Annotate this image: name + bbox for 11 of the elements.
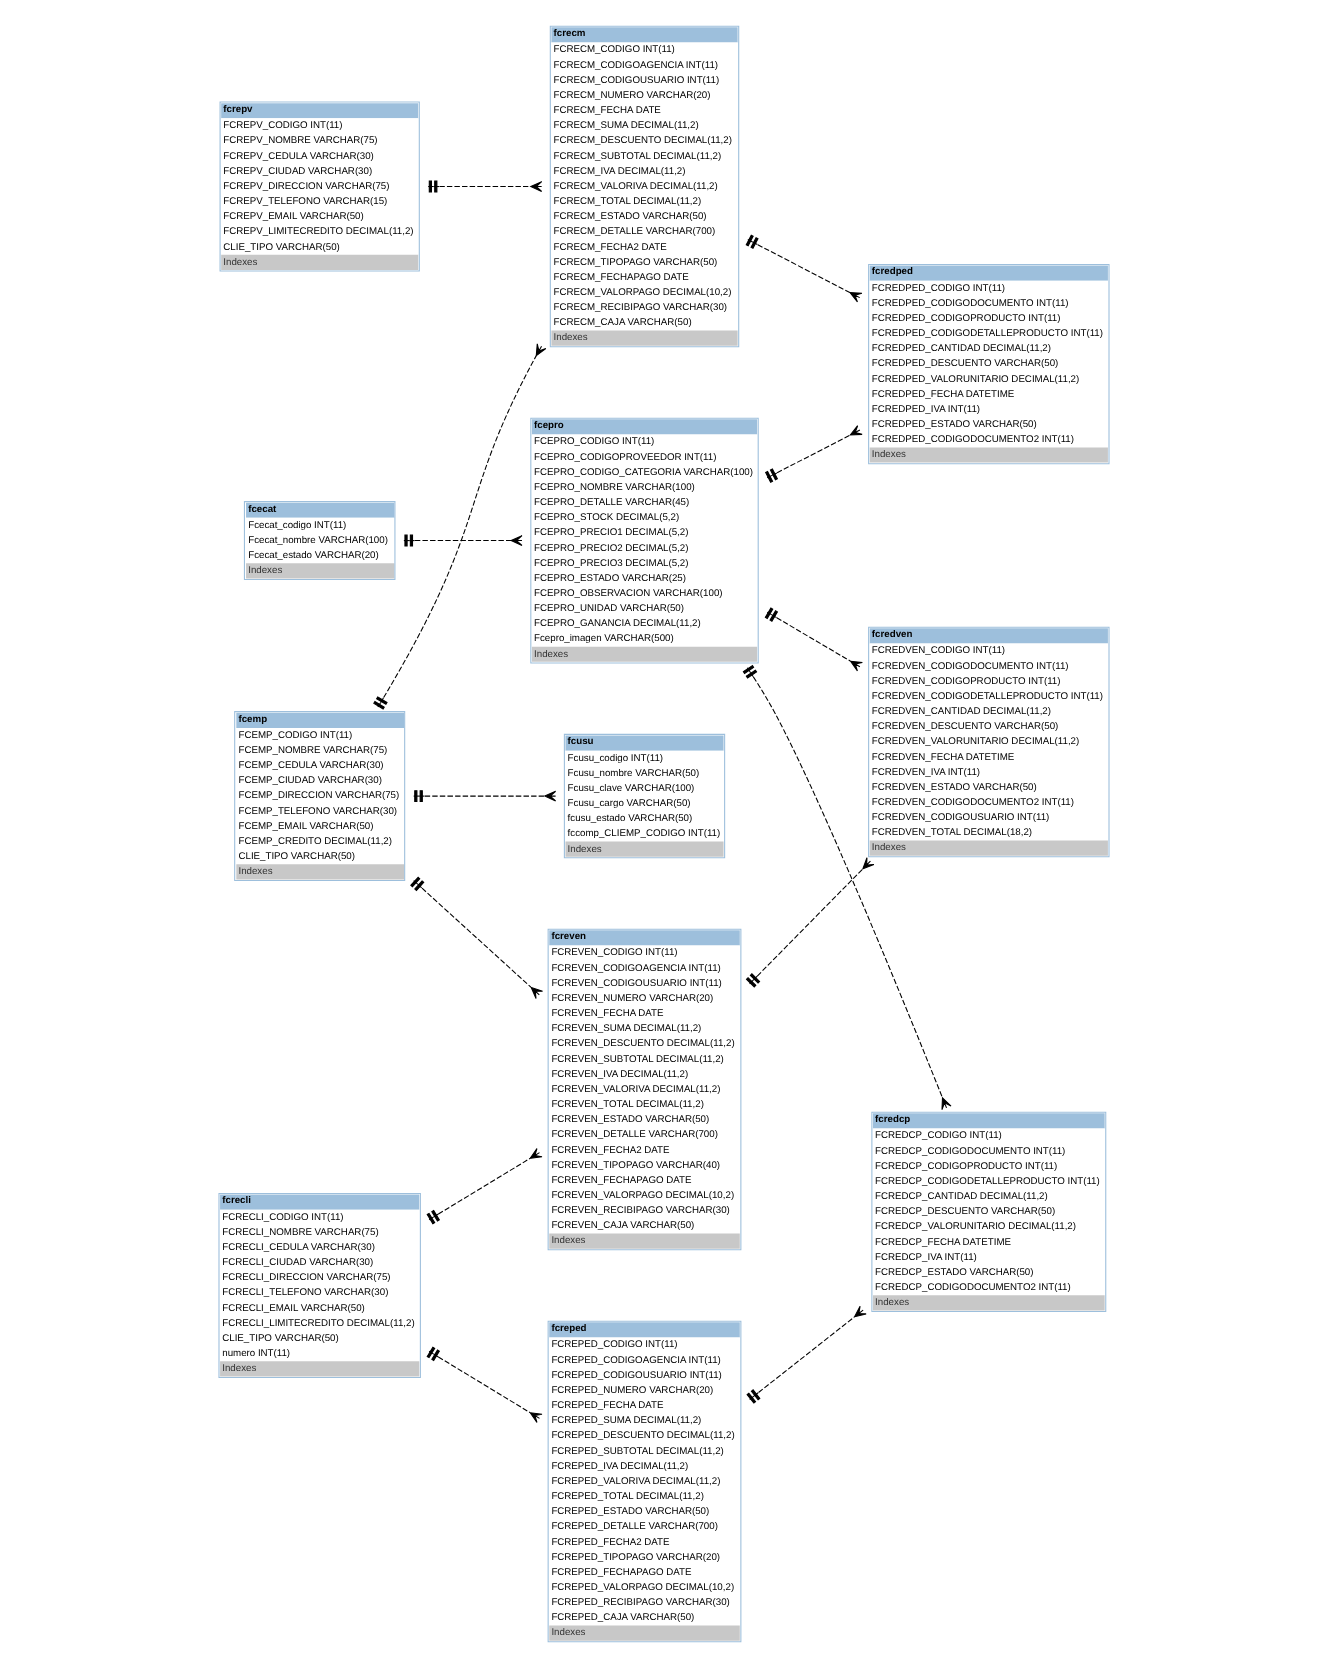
connector: [744, 857, 874, 988]
connector: [745, 1305, 866, 1404]
connector: [741, 664, 951, 1111]
connector: [426, 180, 542, 193]
connector: [409, 876, 543, 999]
connector: [763, 425, 862, 483]
connector: [425, 1346, 542, 1424]
connector: [744, 234, 862, 303]
connector: [763, 607, 862, 672]
connector: [425, 1147, 542, 1225]
connector: [372, 343, 546, 710]
